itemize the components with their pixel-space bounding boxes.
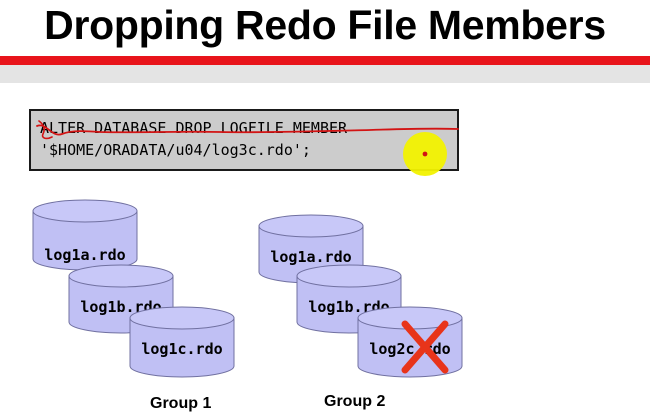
group-1-label: Group 1: [150, 395, 212, 412]
disk-group2-member3-deleted: log2c.rdo: [357, 306, 463, 378]
disk-label: log1c.rdo: [141, 340, 223, 358]
disk-label: log1a.rdo: [270, 248, 352, 266]
header-band: [0, 65, 650, 83]
sql-command-box: ALTER DATABASE DROP LOGFILE MEMBER '$HOME…: [29, 109, 459, 171]
group-2-label: Group 2: [324, 393, 386, 410]
sql-command-line-2: '$HOME/ORADATA/u04/log3c.rdo';: [40, 141, 311, 159]
sql-command-line-1: ALTER DATABASE DROP LOGFILE MEMBER: [40, 119, 348, 137]
disk-group1-member3: log1c.rdo: [129, 306, 235, 378]
slide-title: Dropping Redo File Members: [44, 2, 606, 48]
title-rule: [0, 56, 650, 65]
disk-group1-member1: log1a.rdo: [32, 199, 138, 271]
disk-icon: [32, 199, 138, 271]
delete-x-icon: [401, 320, 449, 374]
disk-label: log1a.rdo: [44, 246, 126, 264]
disk-icon: [129, 306, 235, 378]
